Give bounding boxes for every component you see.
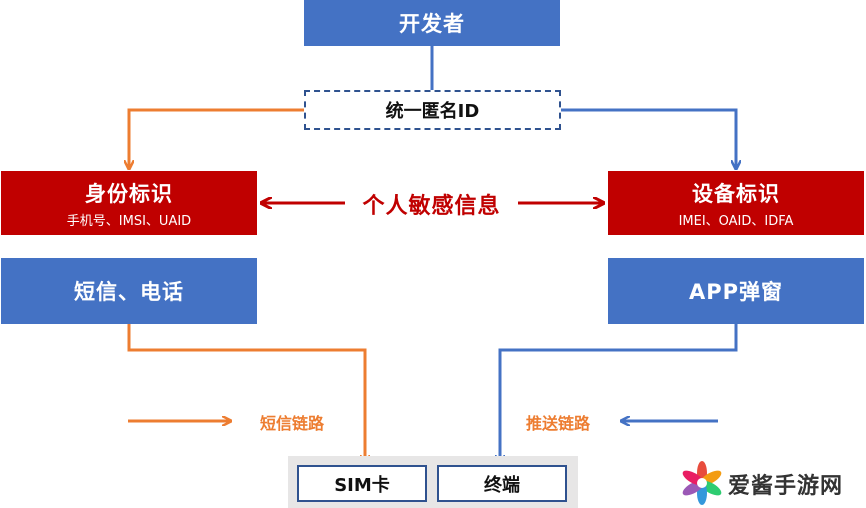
sensitive-info-label: 个人敏感信息 xyxy=(362,194,501,219)
sms-to-sim-arrow xyxy=(127,324,365,463)
watermark-text: 爱酱手游网 xyxy=(728,474,844,499)
device-subtitle: IMEI、OAID、IDFA xyxy=(678,213,794,229)
sim-card-box: SIM卡 xyxy=(297,465,427,502)
identity-subtitle: 手机号、IMSI、UAID xyxy=(66,213,192,229)
app-to-terminal-arrow xyxy=(500,324,738,463)
sms-link-label: 短信链路 xyxy=(260,414,325,433)
sim-card-label: SIM卡 xyxy=(334,474,390,496)
app-popup-box: APP弹窗 xyxy=(608,258,864,324)
unified-id-box: 统一匿名ID xyxy=(304,90,561,130)
device-title: 设备标识 xyxy=(692,181,780,206)
identity-box: 身份标识 手机号、IMSI、UAID xyxy=(1,171,257,235)
push-link-label: 推送链路 xyxy=(526,414,591,433)
id-to-device-arrow xyxy=(561,108,736,168)
developer-box: 开发者 xyxy=(304,0,560,46)
watermark-logo-icon xyxy=(682,461,722,505)
unified-id-label: 统一匿名ID xyxy=(385,101,480,122)
app-popup-label: APP弹窗 xyxy=(688,280,784,304)
sms-phone-box: 短信、电话 xyxy=(1,258,257,324)
identity-title: 身份标识 xyxy=(85,181,173,206)
terminal-box: 终端 xyxy=(437,465,567,502)
developer-label: 开发者 xyxy=(399,12,465,36)
device-box: 设备标识 IMEI、OAID、IDFA xyxy=(608,171,864,235)
id-to-identity-arrow xyxy=(129,108,304,168)
terminal-label: 终端 xyxy=(484,474,520,496)
sms-phone-label: 短信、电话 xyxy=(74,280,184,304)
